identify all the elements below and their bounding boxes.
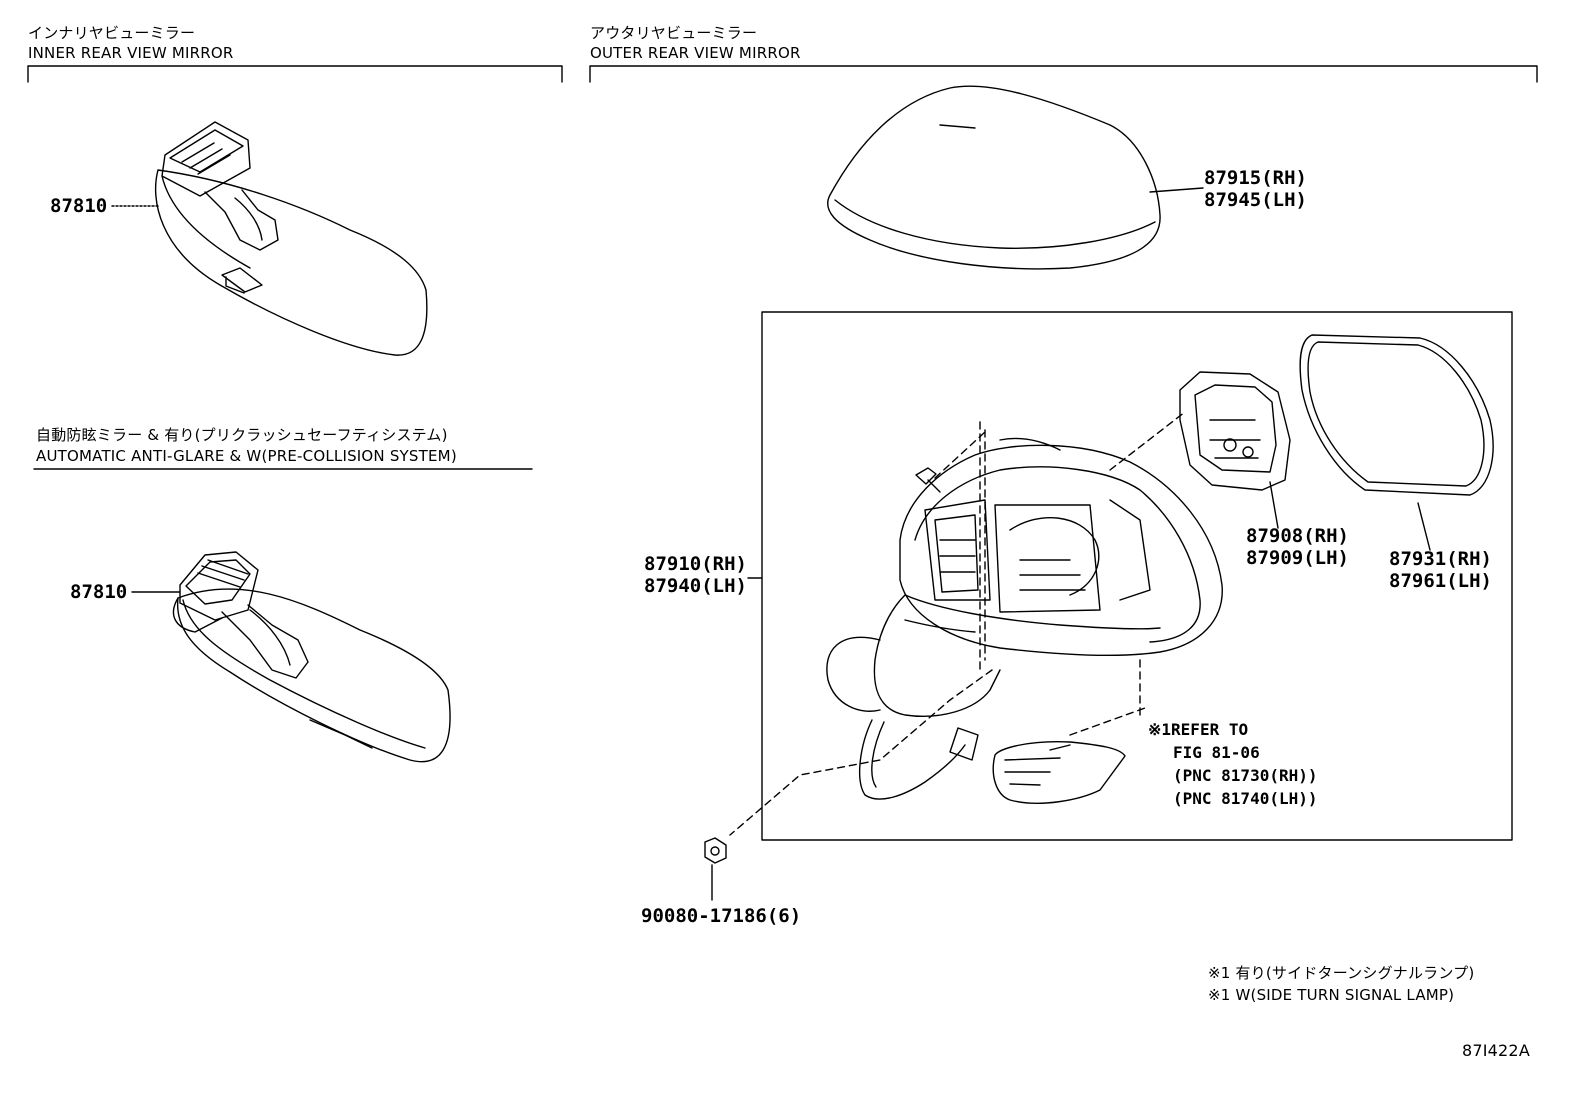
label-actuator-rh: 87908(RH) <box>1246 525 1349 547</box>
label-actuator-lh: 87909(LH) <box>1246 547 1349 569</box>
refer-line3: (PNC 81730(RH)) <box>1173 766 1318 785</box>
label-glass-rh: 87931(RH) <box>1389 548 1492 570</box>
mirror-cover-drawing <box>827 85 1161 270</box>
refer-line4: (PNC 81740(LH)) <box>1173 789 1318 808</box>
assembly-dash-lines <box>729 411 1186 836</box>
auto-title-jp: 自動防眩ミラー & 有り(プリクラッシュセーフティシステム) <box>36 426 448 444</box>
label-assy-rh: 87910(RH) <box>644 553 747 575</box>
inner-title-jp: インナリヤビューミラー <box>28 24 196 42</box>
outer-title-jp: アウタリヤビューミラー <box>590 24 758 42</box>
assy-box <box>761 311 1513 841</box>
label-nut: 90080-17186(6) <box>641 905 802 927</box>
outer-bracket <box>589 65 1538 83</box>
label-cover-rh: 87915(RH) <box>1204 167 1307 189</box>
label-inner-mirror: 87810 <box>50 195 108 217</box>
turn-lamp-drawing <box>992 740 1126 804</box>
auto-title-en: AUTOMATIC ANTI-GLARE & W(PRE-COLLISION S… <box>36 447 457 465</box>
inner-mirror-drawing <box>155 121 428 356</box>
footnote-jp: ※1 有り(サイドターンシグナルランプ) <box>1208 964 1475 982</box>
label-assy-lh: 87940(LH) <box>644 575 747 597</box>
label-auto-mirror: 87810 <box>70 581 128 603</box>
outer-title-en: OUTER REAR VIEW MIRROR <box>590 44 801 62</box>
mirror-glass-drawing <box>1299 334 1494 496</box>
nut-drawing <box>704 837 727 864</box>
mirror-assy-drawing <box>826 437 1223 800</box>
inner-title-en: INNER REAR VIEW MIRROR <box>28 44 234 62</box>
label-cover-lh: 87945(LH) <box>1204 189 1307 211</box>
refer-line1: ※1REFER TO <box>1148 720 1249 739</box>
label-glass-lh: 87961(LH) <box>1389 570 1492 592</box>
inner-bracket <box>27 65 563 83</box>
footnote-en: ※1 W(SIDE TURN SIGNAL LAMP) <box>1208 986 1455 1004</box>
screw-drawing <box>915 467 941 493</box>
figure-id: 87I422A <box>1462 1041 1530 1060</box>
refer-line2: FIG 81-06 <box>1173 743 1260 762</box>
auto-mirror-drawing <box>172 551 451 763</box>
actuator-drawing <box>1179 371 1291 491</box>
